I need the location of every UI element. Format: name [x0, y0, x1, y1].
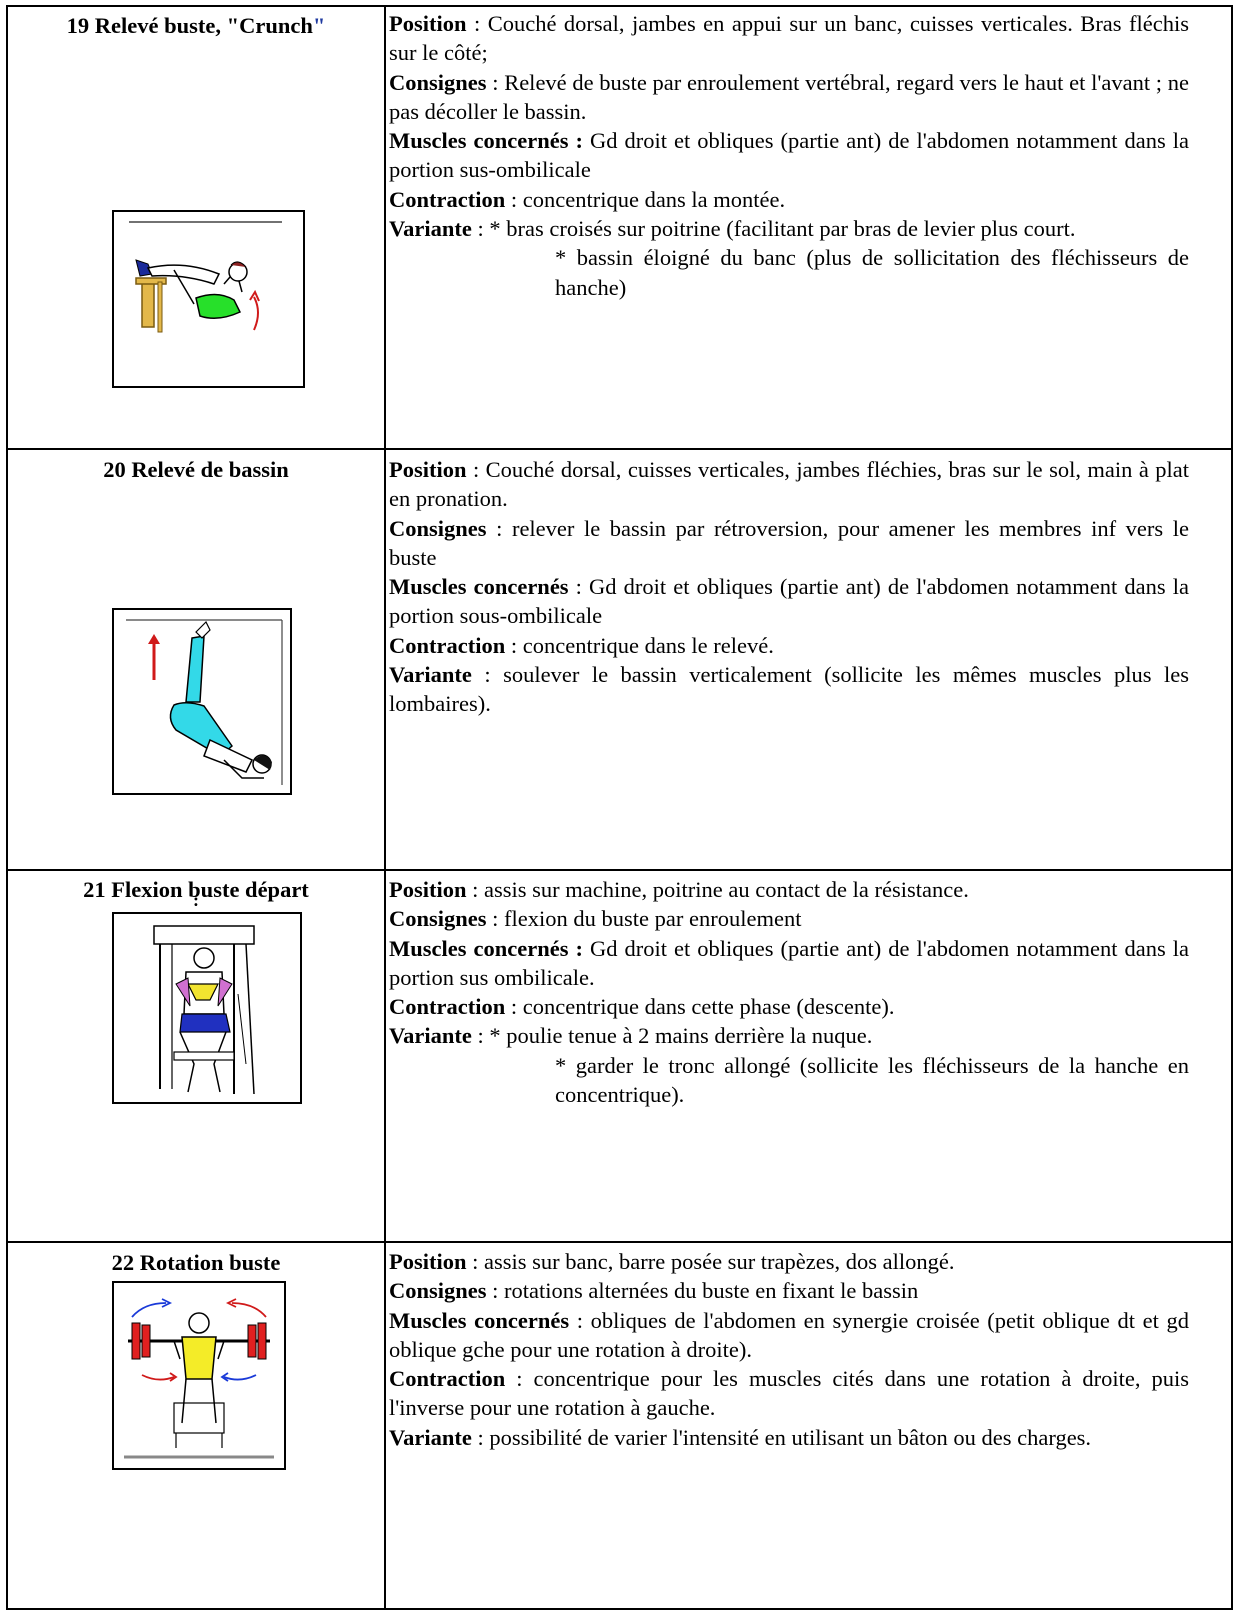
variante-text: : * poulie tenue à 2 mains derrière la n…	[471, 1023, 873, 1049]
consignes-text: : rotations alternées du buste en fixant…	[486, 1278, 919, 1304]
contraction-text: : concentrique dans cette phase (descent…	[505, 994, 895, 1020]
contraction-line: Contraction : concentrique dans cette ph…	[389, 992, 1189, 1021]
column-divider	[384, 5, 386, 1610]
contraction-text: : concentrique pour les muscles cités da…	[389, 1366, 1189, 1421]
variante-label: Variante	[389, 216, 472, 242]
muscles-text: : Gd droit et obliques (partie ant) de l…	[389, 574, 1189, 629]
table-border-left	[6, 5, 8, 1610]
variante-line: Variante : * bras croisés sur poitrine (…	[389, 214, 1189, 243]
table-border-bottom	[6, 1608, 1233, 1610]
row-divider	[6, 869, 1233, 871]
consignes-text: : Relevé de buste par enroulement vertéb…	[389, 69, 1189, 124]
consignes-label: Consignes	[389, 906, 487, 932]
muscles-line: Muscles concernés : Gd droit et obliques…	[389, 126, 1189, 185]
exercise-title: 22 Rotation buste	[6, 1248, 386, 1277]
exercise-title: 19 Relevé buste, "Crunch"	[6, 11, 386, 40]
variante-label: Variante	[389, 1023, 472, 1049]
crunch-figure-icon	[112, 210, 305, 388]
trunk-rotation-figure-icon	[112, 1281, 286, 1470]
position-line: Position : Couché dorsal, jambes en appu…	[389, 9, 1189, 68]
table-border-right	[1231, 5, 1233, 1610]
exercise-description: Position : Couché dorsal, jambes en appu…	[389, 9, 1189, 302]
contraction-label: Contraction	[389, 632, 506, 658]
exercise-description: Position : Couché dorsal, cuisses vertic…	[389, 455, 1189, 719]
position-line: Position : assis sur machine, poitrine a…	[389, 875, 1189, 904]
consignes-label: Consignes	[389, 515, 487, 541]
exercise-table: 19 Relevé buste, "Crunch" Position	[6, 5, 1233, 1610]
muscles-text: Gd droit et obliques (partie ant) de l'a…	[389, 935, 1189, 990]
variante-line-2: * bassin éloigné du banc (plus de sollic…	[389, 243, 1189, 302]
machine-flexion-figure-icon	[112, 912, 302, 1104]
exercise-title-text: 21 Flexion buste départ	[83, 877, 309, 902]
variante-text: : soulever le bassin verticalement (soll…	[389, 662, 1189, 717]
exercise-title-text: 19 Relevé buste, "Crunch	[66, 13, 313, 38]
contraction-line: Contraction : concentrique pour les musc…	[389, 1364, 1189, 1423]
variante-text-2: * garder le tronc allongé (sollicite les…	[555, 1052, 1189, 1108]
position-label: Position	[389, 877, 467, 902]
exercise-description: Position : assis sur banc, barre posée s…	[389, 1247, 1189, 1452]
muscles-label: Muscles concernés :	[389, 935, 583, 961]
variante-text-2: * bassin éloigné du banc (plus de sollic…	[555, 245, 1189, 300]
exercise-description: Position : assis sur machine, poitrine a…	[389, 875, 1189, 1109]
position-label: Position	[389, 457, 467, 482]
variante-label: Variante	[389, 662, 472, 688]
consignes-line: Consignes : Relevé de buste par enroulem…	[389, 68, 1189, 127]
consignes-line: Consignes : rotations alternées du buste…	[389, 1276, 1189, 1305]
position-text: : Couché dorsal, cuisses verticales, jam…	[389, 457, 1189, 512]
muscles-line: Muscles concernés : obliques de l'abdome…	[389, 1306, 1189, 1365]
muscles-text: : obliques de l'abdomen en synergie croi…	[389, 1307, 1189, 1362]
exercise-title-quote: "	[312, 13, 326, 38]
contraction-line: Contraction : concentrique dans le relev…	[389, 631, 1189, 660]
contraction-text: : concentrique dans le relevé.	[505, 632, 774, 658]
variante-text: : possibilité de varier l'intensité en u…	[471, 1424, 1092, 1450]
consignes-text: : relever le bassin par rétroversion, po…	[389, 515, 1189, 570]
contraction-label: Contraction	[389, 1366, 506, 1392]
position-text: : Couché dorsal, jambes en appui sur un …	[389, 11, 1189, 66]
variante-line: Variante : possibilité de varier l'inten…	[389, 1423, 1189, 1452]
exercise-title-colon: :	[193, 890, 199, 910]
consignes-label: Consignes	[389, 69, 487, 95]
variante-line: Variante : * poulie tenue à 2 mains derr…	[389, 1021, 1189, 1050]
row-divider	[6, 1241, 1233, 1243]
muscles-label: Muscles concernés	[389, 1307, 570, 1333]
variante-text: : * bras croisés sur poitrine (facilitan…	[471, 216, 1076, 242]
exercise-title-text: 20 Relevé de bassin	[103, 457, 289, 482]
consignes-line: Consignes : flexion du buste par enroule…	[389, 904, 1189, 933]
contraction-line: Contraction : concentrique dans la monté…	[389, 185, 1189, 214]
contraction-label: Contraction	[389, 994, 506, 1020]
variante-line: Variante : soulever le bassin verticalem…	[389, 660, 1189, 719]
position-line: Position : assis sur banc, barre posée s…	[389, 1247, 1189, 1276]
exercise-title-sub: :	[6, 891, 386, 909]
position-text: : assis sur banc, barre posée sur trapèz…	[466, 1249, 955, 1274]
muscles-text: Gd droit et obliques (partie ant) de l'a…	[389, 128, 1189, 183]
position-label: Position	[389, 11, 467, 36]
exercise-title: 20 Relevé de bassin	[6, 455, 386, 484]
consignes-line: Consignes : relever le bassin par rétrov…	[389, 514, 1189, 573]
contraction-text: : concentrique dans la montée.	[505, 186, 786, 212]
variante-label: Variante	[389, 1424, 472, 1450]
muscles-line: Muscles concernés : Gd droit et obliques…	[389, 934, 1189, 993]
position-text: : assis sur machine, poitrine au contact…	[466, 877, 969, 902]
position-label: Position	[389, 1249, 467, 1274]
exercise-title-text: 22 Rotation buste	[111, 1250, 281, 1275]
consignes-label: Consignes	[389, 1278, 487, 1304]
contraction-label: Contraction	[389, 186, 506, 212]
table-border-top	[6, 5, 1233, 7]
position-line: Position : Couché dorsal, cuisses vertic…	[389, 455, 1189, 514]
variante-line-2: * garder le tronc allongé (sollicite les…	[389, 1051, 1189, 1110]
muscles-label: Muscles concernés	[389, 574, 569, 600]
consignes-text: : flexion du buste par enroulement	[486, 906, 802, 932]
row-divider	[6, 448, 1233, 450]
exercise-title: 21 Flexion buste départ	[6, 875, 386, 904]
muscles-label: Muscles concernés :	[389, 128, 583, 154]
muscles-line: Muscles concernés : Gd droit et obliques…	[389, 572, 1189, 631]
pelvis-lift-figure-icon	[112, 608, 292, 795]
